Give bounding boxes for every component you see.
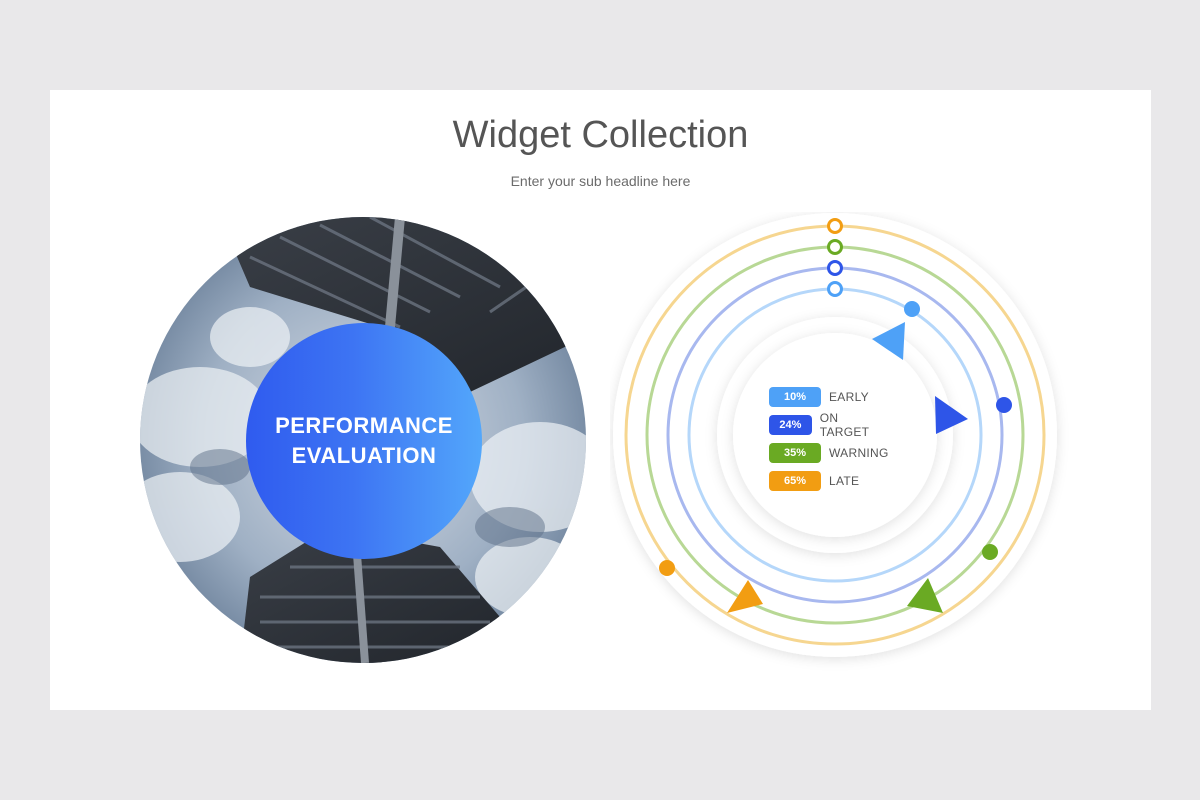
ring-end-warning (982, 544, 998, 560)
legend-label-on-target: ON TARGET (819, 411, 870, 439)
pointer-early (872, 322, 905, 360)
ring-end-early (904, 301, 920, 317)
ring-start-warning (827, 239, 843, 255)
badge-line-1: PERFORMANCE (275, 413, 453, 438)
pointer-on-target (935, 396, 968, 434)
performance-evaluation-badge: PERFORMANCE EVALUATION (246, 323, 482, 559)
ring-start-on-target (827, 260, 843, 276)
legend-label-early: EARLY (829, 390, 869, 404)
legend-item-early: 10% EARLY (769, 387, 869, 407)
page-subtitle: Enter your sub headline here (510, 173, 691, 189)
legend-value-on-target: 24% (769, 415, 812, 435)
building-photo-illustration (140, 217, 586, 663)
legend-value-late: 65% (769, 471, 821, 491)
status-rings (613, 213, 1057, 657)
pointer-warning (907, 578, 943, 613)
legend-item-late: 65% LATE (769, 471, 859, 491)
ring-end-late (659, 560, 675, 576)
building-photo (140, 217, 586, 663)
slide: Widget Collection Enter your sub headlin… (50, 90, 1151, 710)
badge-line-2: EVALUATION (291, 443, 437, 468)
pointer-late (727, 580, 763, 613)
legend-label-late: LATE (829, 474, 860, 488)
legend-item-on-target: 24% ON TARGET (769, 411, 879, 439)
ring-end-on-target (996, 397, 1012, 413)
legend-value-warning: 35% (769, 443, 821, 463)
page-title: Widget Collection (452, 114, 749, 156)
ring-start-early (827, 281, 843, 297)
ring-start-late (827, 218, 843, 234)
legend-item-warning: 35% WARNING (769, 443, 889, 463)
legend-label-warning: WARNING (829, 446, 889, 460)
legend-value-early: 10% (769, 387, 821, 407)
